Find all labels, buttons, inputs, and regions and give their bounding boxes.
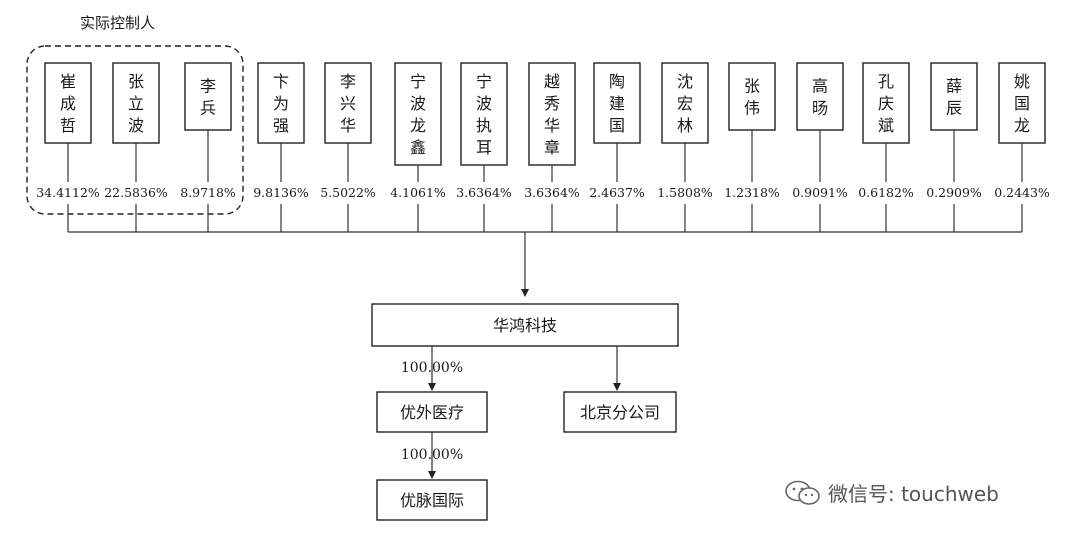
company-label: 华鸿科技 — [493, 316, 557, 335]
company-box — [371, 303, 679, 347]
shareholder-name: 宁波龙鑫 — [410, 72, 426, 157]
shareholder-11: 张伟 1.2318% — [724, 62, 780, 232]
shareholder-box — [998, 62, 1046, 144]
shareholder-box — [460, 62, 508, 166]
shareholder-3: 李兵 8.9718% — [180, 62, 236, 232]
shareholder-box — [112, 62, 160, 144]
shareholder-8: 越秀华章 3.6364% — [524, 62, 580, 232]
shareholder-name: 高旸 — [812, 77, 828, 118]
shareholder-name: 沈宏林 — [677, 72, 693, 135]
shareholder-layer: 崔成哲 34.4112% 张立波 22.5836% 李兵 8.9718% 卞为强 9.8136… — [36, 62, 1050, 232]
shareholder-name: 张伟 — [744, 77, 760, 118]
shareholder-15: 姚国龙 0.2443% — [994, 62, 1050, 232]
shareholder-pct: 0.6182% — [858, 185, 914, 200]
shareholder-9: 陶建国 2.4637% — [589, 62, 645, 232]
shareholder-pct: 34.4112% — [36, 185, 100, 200]
group-label: 实际控制人 — [80, 14, 155, 32]
shareholder-name: 李兴华 — [340, 72, 356, 135]
shareholder-pct: 8.9718% — [180, 185, 236, 200]
shareholder-1: 崔成哲 34.4112% — [36, 62, 100, 232]
shareholder-box — [593, 62, 641, 144]
actual-controller-group-frame — [26, 45, 244, 215]
shareholder-box — [184, 62, 232, 131]
shareholder-name: 卞为强 — [273, 72, 289, 135]
shareholder-name: 孔庆斌 — [878, 72, 894, 135]
shareholder-name: 崔成哲 — [60, 72, 76, 135]
subsidiary-label: 优外医疗 — [400, 403, 464, 422]
shareholder-pct: 2.4637% — [589, 185, 645, 200]
shareholder-12: 高旸 0.9091% — [792, 62, 848, 232]
branch-label: 北京分公司 — [580, 403, 660, 422]
shareholder-pct: 22.5836% — [104, 185, 168, 200]
wechat-icon — [785, 480, 820, 505]
shareholder-14: 薛辰 0.2909% — [926, 62, 982, 232]
shareholder-box — [796, 62, 844, 131]
shareholder-name: 张立波 — [128, 72, 144, 135]
sub-subsidiary-label: 优脉国际 — [400, 491, 464, 510]
shareholder-pct: 0.2909% — [926, 185, 982, 200]
shareholder-box — [528, 62, 576, 166]
shareholder-box — [324, 62, 372, 144]
shareholder-name: 越秀华章 — [544, 72, 560, 157]
sub-subsidiary-box — [376, 479, 488, 521]
shareholder-box — [728, 62, 776, 131]
shareholder-pct: 4.1061% — [390, 185, 446, 200]
shareholder-13: 孔庆斌 0.6182% — [858, 62, 914, 232]
shareholder-pct: 3.6364% — [524, 185, 580, 200]
shareholder-6: 宁波龙鑫 4.1061% — [390, 62, 446, 232]
shareholder-name: 李兵 — [200, 77, 216, 118]
shareholder-name: 薛辰 — [946, 77, 962, 118]
shareholder-name: 陶建国 — [609, 72, 625, 135]
shareholder-4: 卞为强 9.8136% — [253, 62, 309, 232]
shareholder-pct: 0.2443% — [994, 185, 1050, 200]
sub-subsidiary-pct: 100.00% — [401, 447, 463, 463]
shareholder-name: 宁波执耳 — [476, 72, 492, 157]
shareholder-name: 姚国龙 — [1014, 72, 1030, 135]
shareholder-box — [930, 62, 978, 131]
shareholder-pct: 1.2318% — [724, 185, 780, 200]
watermark: 微信号: touchweb — [784, 478, 999, 507]
shareholder-pct: 9.8136% — [253, 185, 309, 200]
shareholder-2: 张立波 22.5836% — [104, 62, 168, 232]
shareholder-pct: 1.5808% — [657, 185, 713, 200]
subsidiary-pct: 100.00% — [401, 360, 463, 376]
shareholder-7: 宁波执耳 3.6364% — [456, 62, 512, 232]
shareholder-pct: 0.9091% — [792, 185, 848, 200]
watermark-text: 微信号: touchweb — [828, 482, 999, 506]
shareholder-box — [394, 62, 442, 166]
shareholder-pct: 5.5022% — [320, 185, 376, 200]
shareholder-5: 李兴华 5.5022% — [320, 62, 376, 232]
shareholder-10: 沈宏林 1.5808% — [657, 62, 713, 232]
branch-box — [563, 391, 677, 433]
shareholder-box — [661, 62, 709, 144]
shareholder-pct: 3.6364% — [456, 185, 512, 200]
shareholder-box — [862, 62, 910, 144]
